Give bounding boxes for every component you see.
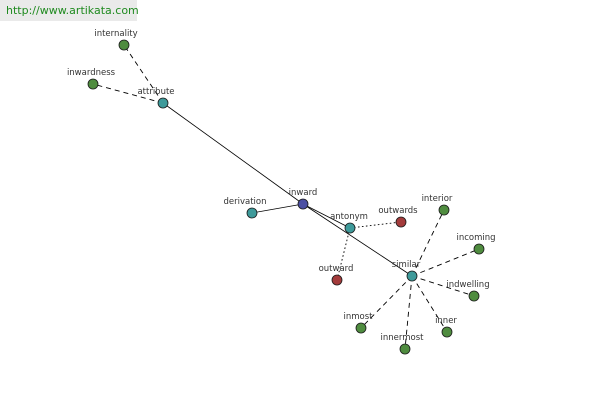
edge-antonym-outwards [349, 221, 402, 229]
node-internality[interactable]: internality [94, 29, 138, 51]
node-marker-innermost[interactable] [399, 343, 411, 355]
node-label-inward[interactable]: inward [289, 188, 318, 198]
node-outwards[interactable]: outwards [378, 206, 418, 228]
node-similar[interactable]: similar [392, 260, 421, 282]
node-label-incoming[interactable]: incoming [456, 233, 495, 243]
node-interior[interactable]: interior [422, 194, 453, 216]
nodes-layer: inward attribute derivation antonym similar i… [67, 29, 496, 355]
node-label-outward[interactable]: outward [319, 264, 354, 274]
edge-inward-antonym [302, 203, 351, 229]
node-marker-indwelling[interactable] [468, 290, 480, 302]
node-label-inmost[interactable]: inmost [344, 312, 374, 322]
node-marker-inner[interactable] [441, 326, 453, 338]
node-marker-antonym[interactable] [344, 222, 356, 234]
node-marker-attribute[interactable] [157, 97, 169, 109]
node-label-outwards[interactable]: outwards [378, 206, 418, 216]
node-derivation[interactable]: derivation [223, 197, 267, 219]
source-url-link[interactable]: http://www.artikata.com [6, 4, 139, 17]
node-marker-outward[interactable] [331, 274, 343, 286]
node-label-derivation[interactable]: derivation [223, 197, 266, 207]
node-incoming[interactable]: incoming [456, 233, 496, 255]
node-marker-internality[interactable] [118, 39, 130, 51]
edge-inward-derivation [251, 203, 304, 214]
edge-antonym-outward [336, 227, 351, 281]
node-label-inwardness[interactable]: inwardness [67, 68, 116, 78]
edge-attribute-internality [123, 44, 164, 104]
edge-similar-interior [411, 209, 445, 277]
node-innermost[interactable]: innermost [381, 333, 425, 355]
node-label-innermost[interactable]: innermost [381, 333, 425, 343]
node-label-antonym[interactable]: antonym [330, 212, 368, 222]
node-inner[interactable]: inner [435, 316, 457, 338]
node-label-inner[interactable]: inner [435, 316, 457, 326]
node-label-interior[interactable]: interior [422, 194, 453, 204]
url-banner: http://www.artikata.com [0, 0, 139, 21]
node-marker-derivation[interactable] [246, 207, 258, 219]
edge-inward-similar [302, 203, 413, 277]
edge-similar-incoming [411, 248, 480, 277]
node-marker-inward[interactable] [297, 198, 309, 210]
node-attribute[interactable]: attribute [137, 87, 175, 109]
node-marker-incoming[interactable] [473, 243, 485, 255]
node-marker-outwards[interactable] [395, 216, 407, 228]
node-marker-inwardness[interactable] [87, 78, 99, 90]
edges-layer [92, 44, 480, 350]
node-label-similar[interactable]: similar [392, 260, 421, 270]
node-label-internality[interactable]: internality [94, 29, 137, 39]
node-marker-similar[interactable] [406, 270, 418, 282]
node-label-attribute[interactable]: attribute [137, 87, 174, 97]
node-marker-interior[interactable] [438, 204, 450, 216]
edge-attribute-inwardness [92, 83, 164, 104]
node-inwardness[interactable]: inwardness [67, 68, 116, 90]
edge-similar-inmost [360, 275, 413, 329]
node-antonym[interactable]: antonym [330, 212, 368, 234]
edge-similar-inner [411, 275, 448, 333]
edge-inward-attribute [162, 102, 304, 205]
node-outward[interactable]: outward [319, 264, 354, 286]
edge-similar-innermost [404, 275, 413, 350]
node-inmost[interactable]: inmost [344, 312, 374, 334]
node-indwelling[interactable]: indwelling [446, 280, 490, 302]
node-label-indwelling[interactable]: indwelling [446, 280, 489, 290]
node-inward[interactable]: inward [289, 188, 318, 210]
node-marker-inmost[interactable] [355, 322, 367, 334]
edge-similar-indwelling [411, 275, 475, 297]
